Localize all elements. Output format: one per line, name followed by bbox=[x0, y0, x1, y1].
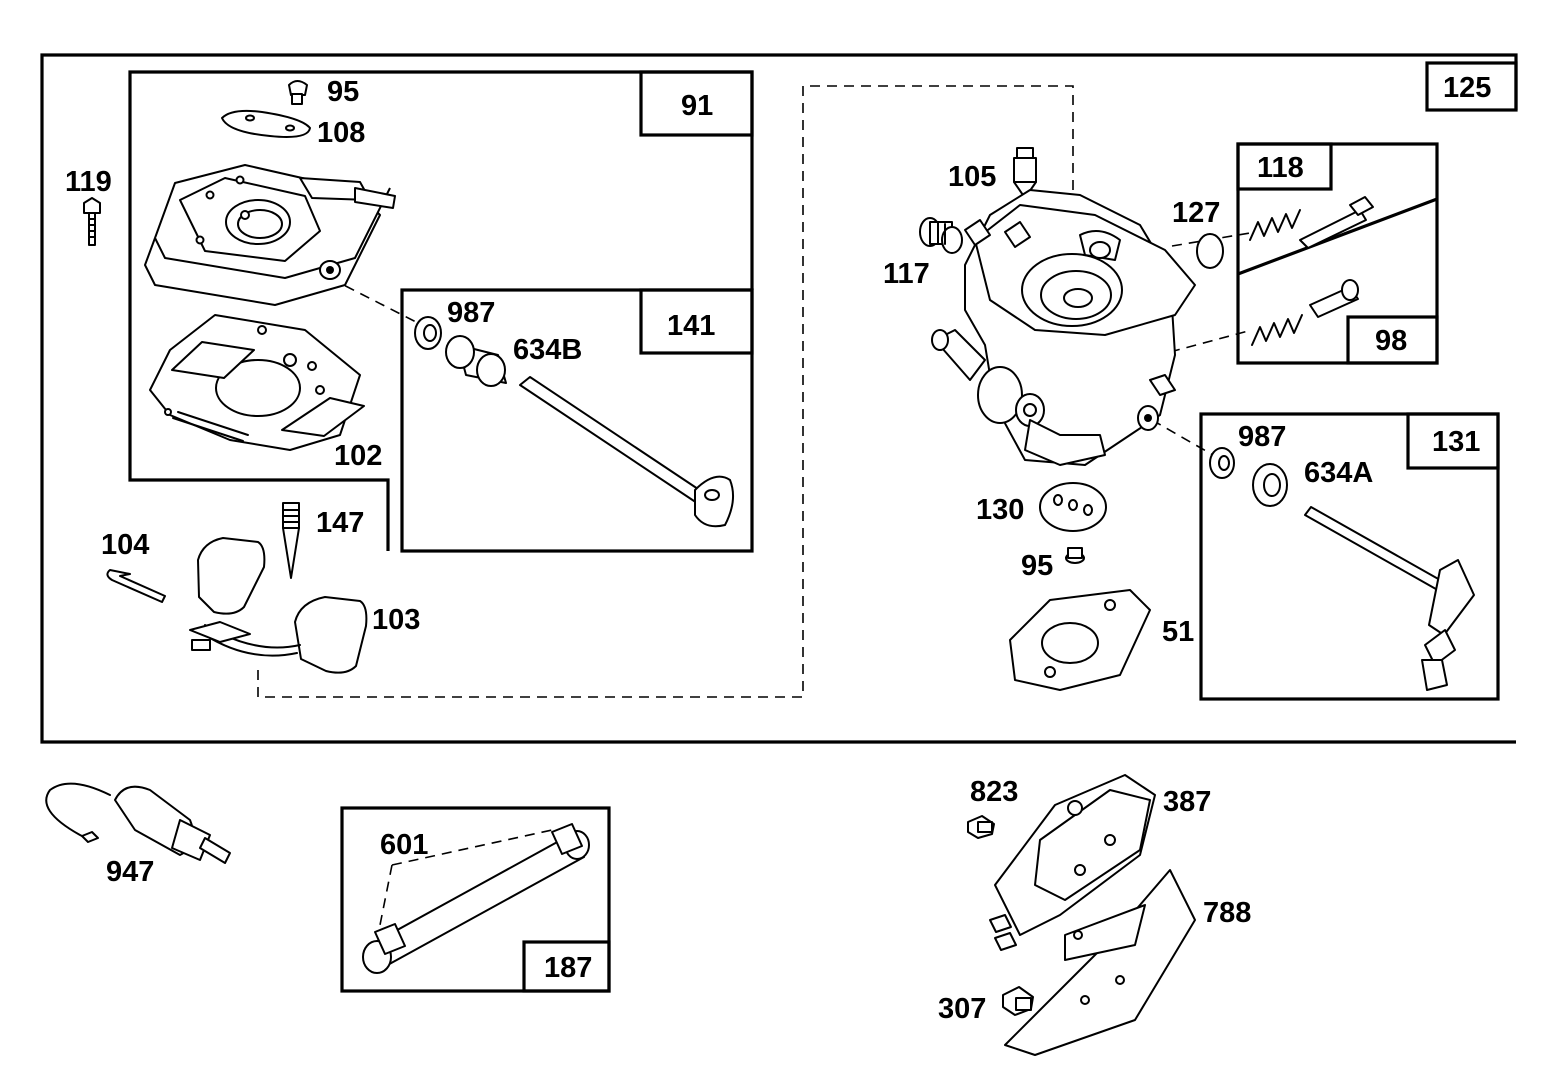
inlet-needle-105-icon bbox=[1013, 147, 1037, 199]
screw-119-icon bbox=[83, 197, 101, 246]
box-label-91: 91 bbox=[681, 90, 713, 122]
screw-823-icon bbox=[967, 815, 995, 839]
part-label-634b: 634B bbox=[513, 334, 582, 366]
part-label-987b: 987 bbox=[1238, 421, 1286, 453]
part-label-117: 117 bbox=[883, 258, 930, 290]
part-label-103: 103 bbox=[372, 604, 420, 636]
part-label-130: 130 bbox=[976, 494, 1024, 526]
part-label-95b: 95 bbox=[1021, 550, 1053, 582]
fuel-hose-icon bbox=[362, 830, 590, 974]
box-label-125: 125 bbox=[1443, 72, 1491, 104]
upper-body-icon bbox=[144, 164, 396, 306]
part-label-95: 95 bbox=[327, 76, 359, 108]
part-label-947: 947 bbox=[106, 856, 154, 888]
part-label-987: 987 bbox=[447, 297, 495, 329]
part-label-127: 127 bbox=[1172, 197, 1220, 229]
plate-130-icon bbox=[1039, 482, 1107, 532]
carburetor-assembly-frame bbox=[40, 53, 1518, 744]
part-label-823: 823 bbox=[970, 776, 1018, 808]
box-label-141: 141 bbox=[667, 310, 715, 342]
part-label-147: 147 bbox=[316, 507, 364, 539]
throttle-shaft-kit-box bbox=[1199, 412, 1500, 701]
part-label-788: 788 bbox=[1203, 897, 1251, 929]
fuel-hose-kit-box bbox=[340, 806, 611, 993]
part-label-601: 601 bbox=[380, 829, 428, 861]
carburetor-body-icon bbox=[931, 189, 1196, 466]
gasket-108-icon bbox=[221, 109, 311, 138]
pin-104-icon bbox=[106, 569, 166, 603]
box-label-187: 187 bbox=[544, 952, 592, 984]
hose-clamp-601-icon bbox=[374, 823, 583, 955]
part-label-108: 108 bbox=[317, 117, 365, 149]
plug-117-icon bbox=[919, 217, 963, 254]
seal-634a-icon bbox=[1252, 463, 1288, 507]
idle-screw-118-icon bbox=[1249, 196, 1374, 249]
part-label-307: 307 bbox=[938, 993, 986, 1025]
upper-body-kit-box bbox=[128, 70, 754, 551]
solenoid-947-icon bbox=[45, 782, 231, 864]
box-label-118: 118 bbox=[1257, 152, 1304, 184]
fuel-pump-387-icon bbox=[989, 774, 1156, 951]
bushing-634b-icon bbox=[445, 335, 507, 387]
box-label-98: 98 bbox=[1375, 325, 1407, 357]
gasket-51-icon bbox=[1009, 589, 1151, 691]
main-screw-98-icon bbox=[1251, 279, 1359, 346]
mixture-screw-kit-box bbox=[1236, 142, 1439, 365]
box-label-131: 131 bbox=[1432, 426, 1480, 458]
gasket-102-icon bbox=[149, 314, 365, 451]
choke-shaft-icon bbox=[519, 376, 735, 528]
part-label-104: 104 bbox=[101, 529, 149, 561]
needle-147-icon bbox=[282, 502, 300, 579]
part-label-119: 119 bbox=[65, 166, 112, 198]
screw-95b-icon bbox=[1065, 547, 1085, 564]
part-label-387: 387 bbox=[1163, 786, 1211, 818]
bracket-788-icon bbox=[1004, 869, 1196, 1056]
screw-307-icon bbox=[1002, 986, 1034, 1016]
screw-95-icon bbox=[288, 80, 308, 105]
float-103-icon bbox=[189, 537, 368, 674]
part-label-105: 105 bbox=[948, 161, 996, 193]
part-label-51: 51 bbox=[1162, 616, 1194, 648]
seal-127-icon bbox=[1196, 233, 1224, 269]
washer-987-icon bbox=[414, 316, 442, 350]
washer-987b-icon bbox=[1209, 447, 1235, 479]
choke-shaft-kit-box bbox=[400, 288, 754, 553]
part-label-102: 102 bbox=[334, 440, 382, 472]
throttle-shaft-icon bbox=[1304, 506, 1475, 691]
part-label-634a: 634A bbox=[1304, 457, 1373, 489]
